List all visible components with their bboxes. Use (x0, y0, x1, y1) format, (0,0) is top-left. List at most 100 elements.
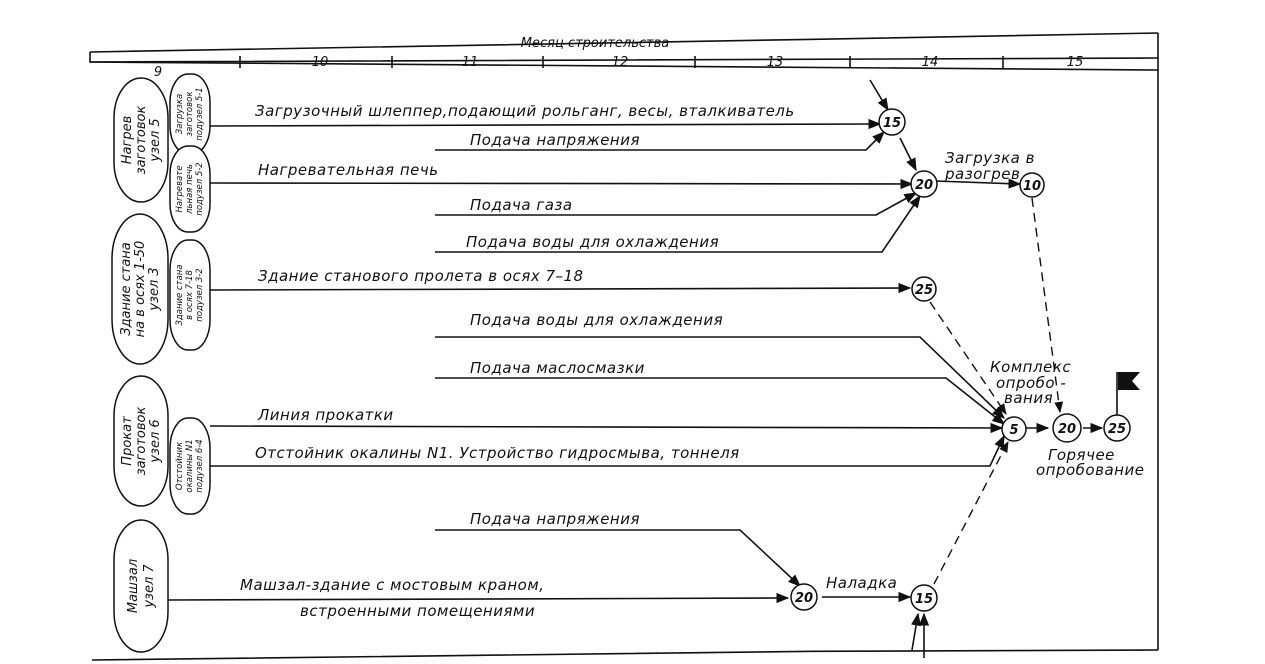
node-15a: 15 (878, 108, 906, 136)
month-label: 12 (612, 55, 629, 70)
subnode-label: Отстойник (175, 441, 185, 490)
dash-15-5 (933, 441, 1009, 585)
group-label: узел 3 (147, 267, 162, 311)
activity-label: встроенными помещениями (300, 602, 535, 620)
activity-labels: Загрузочный шлеппер,подающий рольганг, в… (240, 102, 1035, 620)
group-nagrev: Нагрев заготовок узел 5 (113, 77, 169, 203)
group-label: узел 5 (148, 118, 163, 162)
activity-label: Подача напряжения (470, 131, 640, 149)
node-label: 20 (1058, 422, 1076, 437)
dash-25-5 (929, 301, 1007, 415)
month-label: 13 (767, 55, 784, 70)
arrow-a10 (210, 434, 1005, 467)
activity-label: Здание станового пролета в осях 7–18 (258, 267, 584, 285)
group-label: Машзал (126, 559, 141, 613)
activity-label: Наладка (826, 574, 897, 592)
month-label: 14 (922, 55, 939, 70)
activity-label: Подача газа (470, 196, 573, 214)
note-hot: Горячее (1048, 446, 1115, 464)
group-prokat: Прокат заготовок узел 6 (113, 375, 169, 507)
node-label: 15 (883, 116, 901, 131)
frame (89, 32, 1159, 661)
group-label: Здание стана (119, 242, 134, 336)
arrow-a7 (435, 336, 1005, 419)
node-label: 15 (915, 592, 933, 607)
subnode-zdanie: Здание стана в осях 7-18 подузел 3-2 (169, 239, 211, 351)
arrow-a8 (435, 377, 1006, 425)
month-label: 15 (1067, 55, 1084, 70)
month-label: 10 (312, 55, 329, 70)
subnode-label: Загрузка (175, 94, 185, 134)
subnode-pech: Нагревате льная печь подузел 5-2 (169, 145, 211, 233)
arrow-a12 (167, 592, 790, 604)
frame-months-line (89, 61, 1159, 71)
group-label: Нагрев (120, 116, 135, 164)
arrow-a11 (435, 529, 801, 587)
node-20c: 20 (790, 583, 818, 611)
arrow-a4 (435, 192, 918, 216)
group-label: на в осях 1-50 (133, 241, 148, 338)
node-label: 5 (1009, 423, 1018, 438)
arrow-a14 (934, 178, 1022, 189)
activity-label: Загрузочный шлеппер,подающий рольганг, в… (255, 102, 795, 120)
node-5: 5 (1001, 416, 1027, 442)
note-complex: опробо - (996, 374, 1066, 392)
subnode-label: льная печь (185, 164, 195, 215)
frame-bottom-line (91, 649, 1159, 661)
subnode-label: подузел 3-2 (195, 268, 205, 321)
group-label: заготовок (134, 407, 149, 476)
group-zdanie: Здание стана на в осях 1-50 узел 3 (111, 213, 169, 365)
group-label: Прокат (120, 416, 135, 466)
activity-label: Машзал-здание с мостовым краном, (240, 576, 544, 594)
group-label: узел 7 (142, 564, 157, 609)
activity-label: Загрузка в (945, 149, 1035, 167)
activity-label: Подача воды для охлаждения (470, 311, 723, 329)
event-nodes: 15 20 10 25 5 20 25 20 15 (790, 108, 1131, 612)
flag-icon (1116, 372, 1140, 415)
node-20b: 20 (1052, 413, 1082, 443)
group-label: узел 6 (148, 419, 163, 463)
arrow-a1 (209, 118, 882, 130)
activity-label: Нагревательная печь (258, 161, 439, 179)
subnode-label: заготовок (185, 91, 195, 137)
subnode-label: подузел 6-4 (195, 439, 205, 492)
group-label: заготовок (134, 106, 149, 175)
month-dividers (239, 56, 1004, 68)
note-hot: опробование (1036, 461, 1144, 479)
node-20a: 20 (910, 170, 938, 198)
activity-label: Отстойник окалины N1. Устройство гидросм… (255, 444, 740, 462)
node-label: 10 (1023, 179, 1041, 194)
subnode-label: окалины N1 (185, 439, 195, 492)
arrow-a9 (209, 422, 1004, 434)
arrow-incoming-15b (911, 612, 922, 651)
activity-label: Линия прокатки (257, 406, 394, 424)
subnode-label: Нагревате (175, 165, 185, 212)
node-label: 25 (915, 283, 933, 298)
subnode-label: в осях 7-18 (185, 270, 195, 320)
subnode-label: Здание стана (175, 264, 185, 325)
node-10: 10 (1019, 172, 1045, 198)
arrow-a6 (209, 282, 912, 294)
arrow-15-20 (899, 137, 917, 172)
activity-label: Подача воды для охлаждения (466, 233, 719, 251)
activity-label: разогрев (944, 165, 1020, 183)
frame-top-line (89, 32, 1159, 53)
subnode-zagruzka: Загрузка заготовок подузел 5-1 (169, 73, 211, 155)
note-complex: вания (1004, 389, 1053, 407)
dashed-links (929, 197, 1064, 585)
activity-label: Подача маслосмазки (470, 359, 645, 377)
node-label: 20 (795, 591, 813, 606)
node-15b: 15 (910, 584, 938, 612)
dash-10-20 (1031, 197, 1064, 414)
node-25b: 25 (1103, 414, 1131, 442)
notes: Комплекс опробо - вания Горячее опробова… (990, 358, 1144, 479)
node-label: 25 (1108, 422, 1126, 437)
group-mashzal: Машзал узел 7 (113, 519, 169, 653)
month-label: 11 (462, 55, 479, 70)
header-title: Месяц строительства (521, 36, 669, 51)
node-label: 20 (915, 178, 933, 193)
activity-label: Подача напряжения (470, 510, 640, 528)
arrow-incoming-15 (869, 79, 889, 112)
month-labels: 9 10 11 12 13 14 15 (154, 55, 1083, 80)
